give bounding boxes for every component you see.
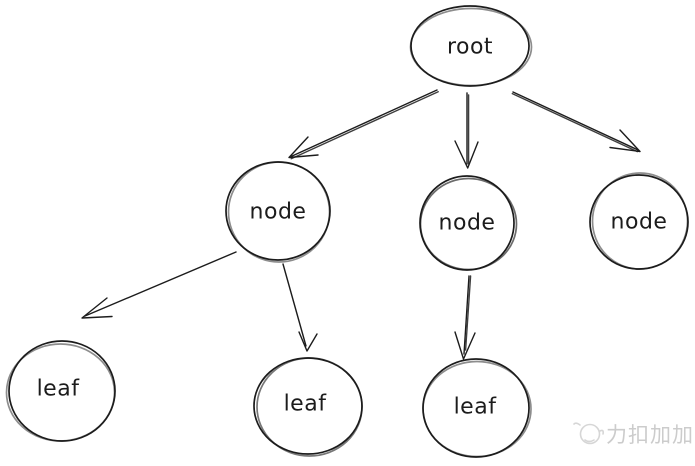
edge-shaft xyxy=(463,275,470,355)
edge-shaft xyxy=(289,89,438,158)
node-circle-sketch-stroke xyxy=(409,7,533,87)
arrowhead xyxy=(609,129,641,153)
node-circle-sketch-stroke xyxy=(591,172,689,270)
edge-node-left-to-leaf-middle xyxy=(282,263,318,352)
arrowhead xyxy=(454,140,479,169)
node-circle-sketch-stroke xyxy=(227,161,331,263)
edge-shaft xyxy=(84,251,237,317)
arrowhead xyxy=(298,331,318,352)
edge-shaft xyxy=(512,91,639,151)
tree-node-root xyxy=(409,5,533,87)
node-label-node-left: node xyxy=(250,200,307,225)
node-label-leaf-left: leaf xyxy=(37,377,81,402)
tree-node-middle xyxy=(419,175,518,271)
watermark-text: 力扣加加 xyxy=(606,423,694,447)
node-labels: root node node node leaf leaf leaf xyxy=(37,35,668,420)
edge-node-middle-to-leaf-right xyxy=(454,275,476,360)
tree-leaf-left xyxy=(5,340,116,442)
edge-shaft-sketch xyxy=(464,275,472,351)
watermark: 力扣加加 xyxy=(573,422,694,447)
node-circle-sketch-stroke xyxy=(256,357,363,457)
arrowhead xyxy=(288,136,319,159)
edge-root-to-node-middle xyxy=(454,92,479,169)
edge-shaft-sketch xyxy=(511,92,638,153)
node-circle-sketch-stroke xyxy=(422,360,532,458)
edge-shaft-sketch xyxy=(290,90,439,160)
node-label-leaf-right: leaf xyxy=(454,395,498,420)
edge-node-left-to-leaf-left xyxy=(81,251,237,319)
arrowhead xyxy=(81,297,113,319)
tree-node-right xyxy=(589,172,689,270)
tree-leaf-right xyxy=(422,358,532,458)
node-label-leaf-middle: leaf xyxy=(284,392,328,417)
arrowhead xyxy=(454,331,476,360)
node-shapes xyxy=(5,5,689,458)
node-label-node-right: node xyxy=(611,210,668,235)
edge-root-to-node-left xyxy=(288,89,439,160)
node-circle-sketch-stroke xyxy=(5,343,116,442)
brand-logo-icon xyxy=(573,422,604,445)
edge-arrows xyxy=(81,89,641,360)
edge-shaft xyxy=(282,263,307,347)
node-label-root: root xyxy=(447,35,493,60)
node-label-node-middle: node xyxy=(439,211,496,236)
node-circle-sketch-stroke xyxy=(419,177,518,271)
tree-leaf-middle xyxy=(253,357,363,457)
edge-root-to-node-right xyxy=(511,91,641,153)
tree-node-left xyxy=(225,161,331,263)
